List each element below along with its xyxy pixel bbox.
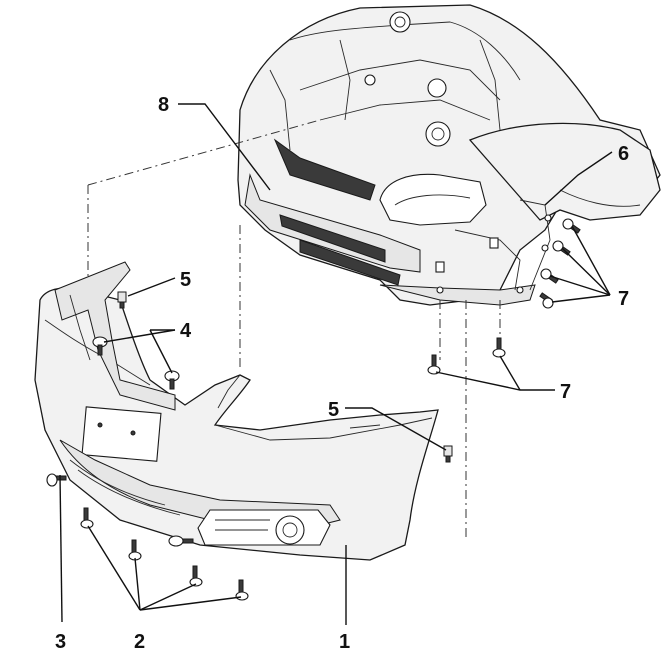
callout-4: 4 [180, 320, 192, 342]
mounting-bracket [54, 261, 176, 411]
callout-1: 1 [339, 631, 350, 653]
screw-7d [539, 292, 554, 309]
front-bumper-cover [34, 261, 439, 561]
alignment-lines [87, 119, 501, 540]
vehicle-front-structure [237, 4, 661, 306]
screw-item-3 [46, 473, 67, 487]
callout-6: 6 [618, 143, 629, 165]
screw-7c [540, 268, 559, 284]
screw-2d [235, 579, 249, 601]
clip-5-left [117, 291, 127, 309]
callout-2: 2 [134, 631, 145, 653]
push-rivets-item-4 [92, 336, 194, 547]
leader-lines [59, 103, 613, 625]
rivet-4c [168, 535, 194, 547]
callout-7-bottom: 7 [560, 381, 571, 403]
screw-2c [189, 565, 203, 587]
callout-labels: 1 2 3 4 5 5 6 7 7 8 [55, 94, 629, 653]
screw-7f [492, 337, 506, 358]
fog-lamp [275, 515, 305, 545]
callout-3: 3 [55, 631, 66, 653]
screw-2a [80, 507, 94, 529]
screw-7e [427, 354, 441, 375]
clips-item-5 [117, 291, 453, 463]
screw-2b [128, 539, 142, 561]
callout-8: 8 [158, 94, 169, 116]
screw-7a [562, 218, 581, 234]
rivet-4b [164, 370, 180, 390]
screws-item-7 [427, 218, 581, 375]
callout-7-right: 7 [618, 288, 629, 310]
clip-5-right [443, 445, 453, 463]
license-plate-area [81, 406, 162, 462]
callout-5-left: 5 [180, 269, 191, 291]
callout-5-right: 5 [328, 399, 339, 421]
